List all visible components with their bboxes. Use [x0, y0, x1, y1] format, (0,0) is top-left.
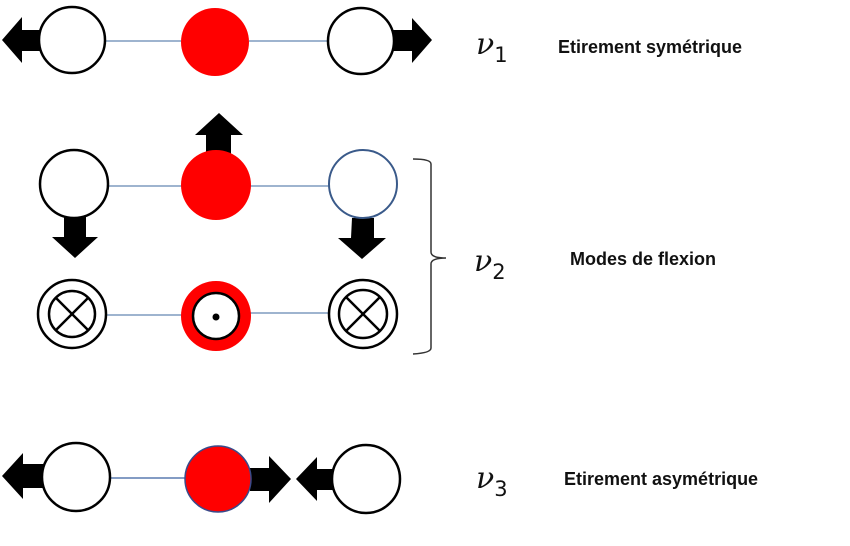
arrow-left-icon: [296, 457, 336, 501]
central-atom: [181, 8, 249, 76]
label-nu2: Modes de flexion: [570, 249, 716, 269]
out-of-page-atom-icon: [181, 281, 251, 351]
arrow-left-icon: [2, 453, 44, 499]
mode-nu2-caption: ν2 Modes de flexion: [474, 244, 716, 284]
symbol-nu2: ν2: [474, 244, 506, 284]
into-page-atom-icon: [327, 278, 399, 350]
arrow-down-icon: [52, 216, 98, 258]
mode-nu2-inplane-molecule: [38, 113, 398, 259]
mode-nu2-outofplane-molecule: [36, 278, 399, 351]
outer-atom: [40, 441, 112, 513]
label-nu1: Etirement symétrique: [558, 37, 742, 57]
label-nu3: Etirement asymétrique: [564, 469, 758, 489]
outer-atom: [38, 148, 110, 220]
outer-atom: [330, 443, 402, 515]
arrow-right-icon: [393, 18, 432, 63]
arrow-up-icon: [195, 113, 243, 156]
mode-nu3-caption: ν3 Etirement asymétrique: [476, 461, 758, 501]
mode-nu1-molecule: [2, 5, 432, 76]
outer-atom: [37, 5, 107, 75]
outer-atom: [326, 6, 396, 76]
into-page-atom-icon: [36, 278, 108, 350]
mode-nu1-caption: ν1 Etirement symétrique: [476, 27, 742, 67]
central-atom: [181, 150, 251, 220]
mode-nu3-molecule: [2, 441, 402, 515]
outer-atom: [328, 149, 398, 219]
arrow-right-icon: [250, 456, 291, 503]
central-atom: [184, 445, 252, 513]
arrow-down-icon: [338, 218, 386, 259]
arrow-left-icon: [2, 17, 42, 63]
symbol-nu1: ν1: [476, 27, 508, 67]
bracket: [412, 158, 447, 355]
symbol-nu3: ν3: [476, 461, 508, 501]
